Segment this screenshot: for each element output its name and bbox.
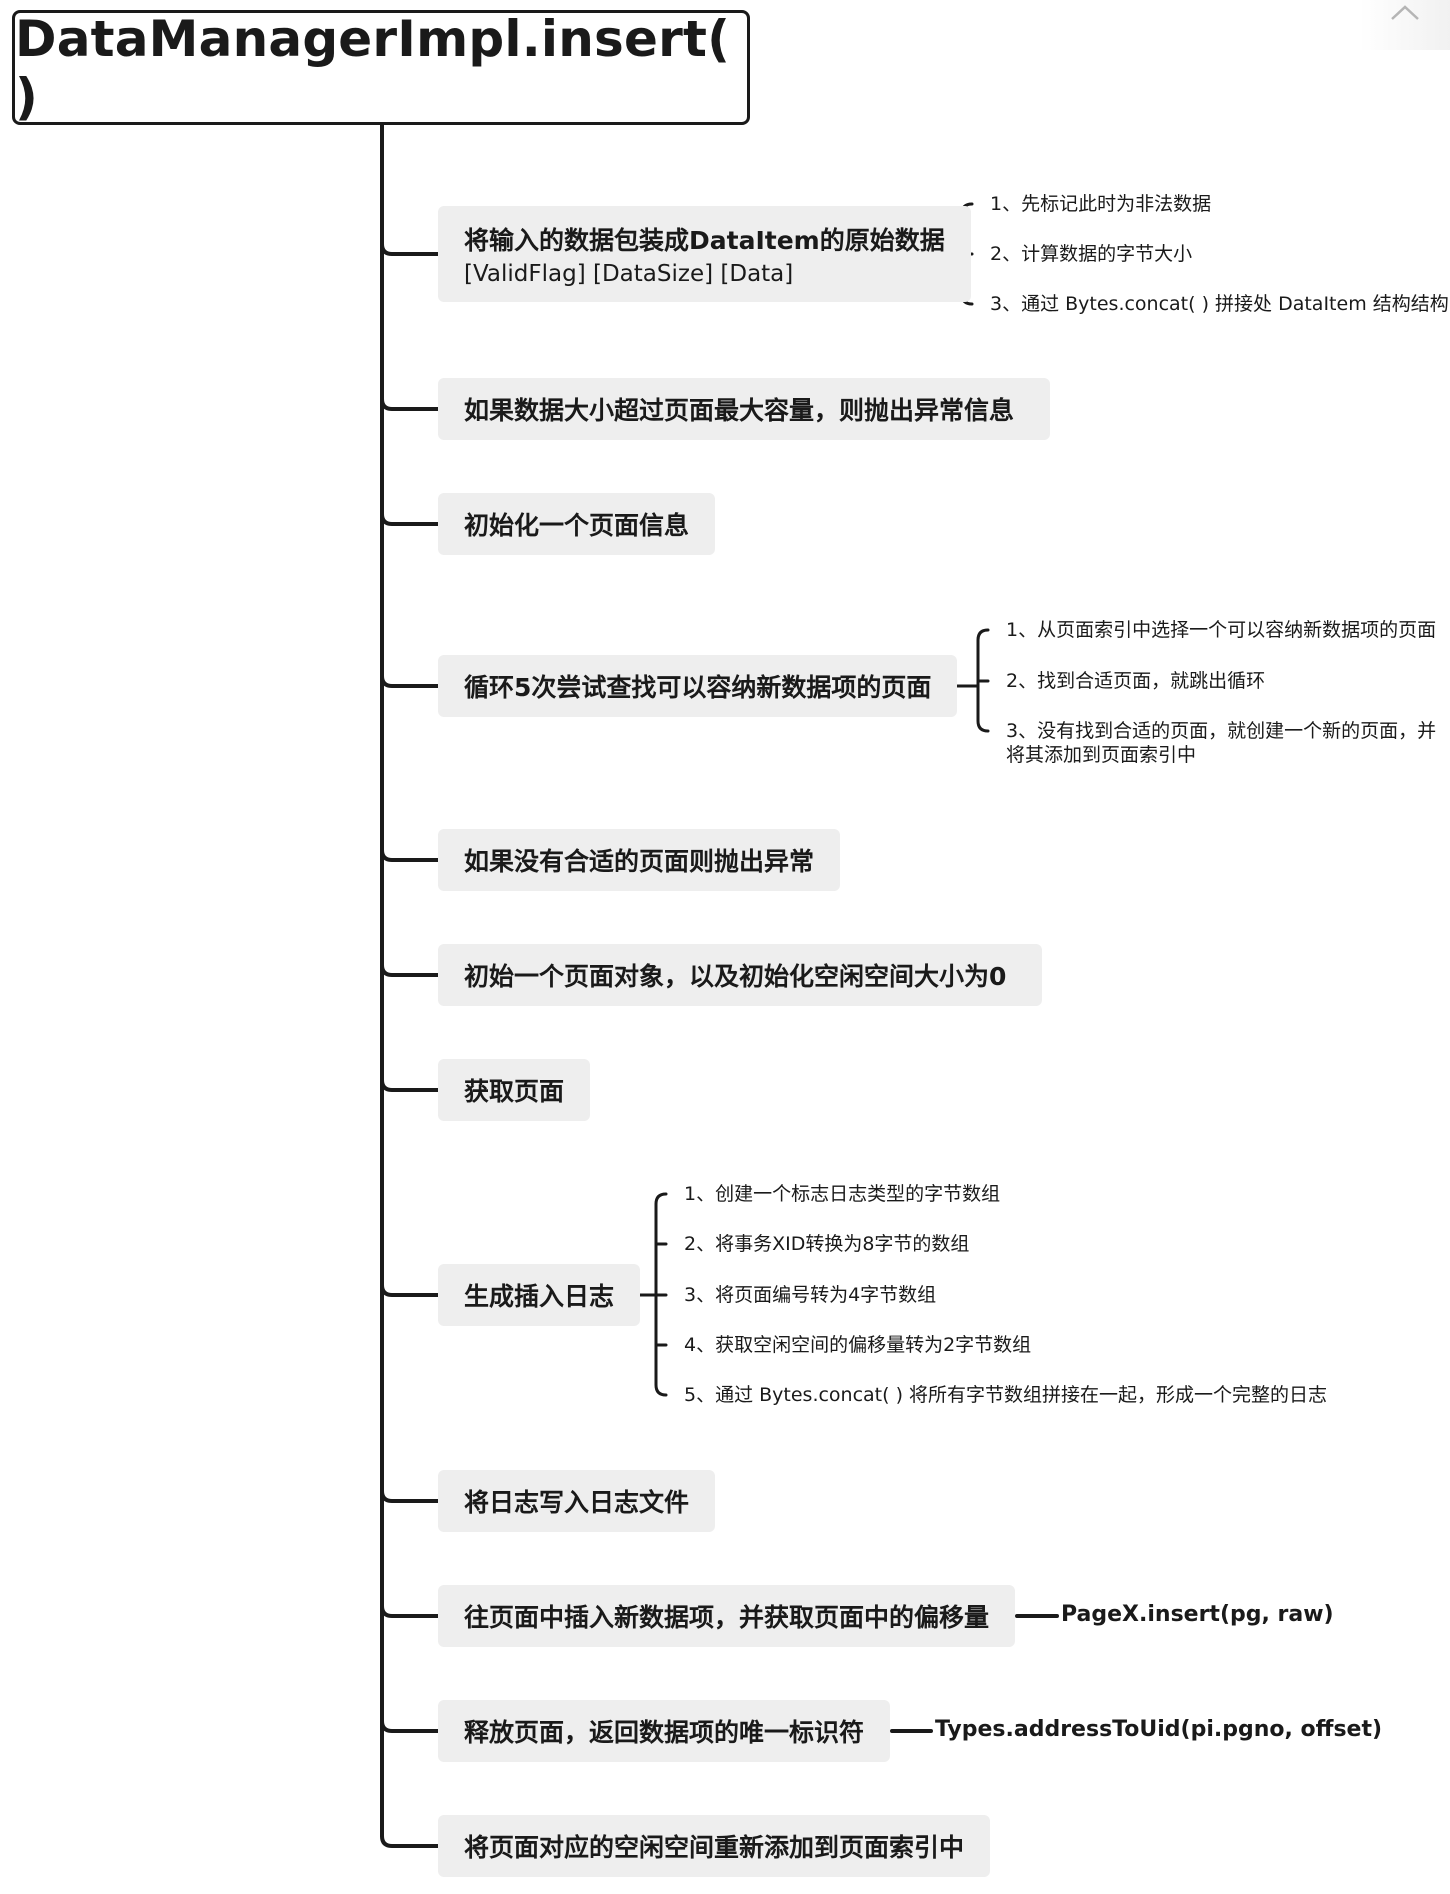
step-label: 初始化一个页面信息 — [464, 511, 690, 540]
detail-item: 3、通过 Bytes.concat( ) 拼接处 DataItem 结构结构 — [990, 293, 1449, 315]
step-label: 循环5次尝试查找可以容纳新数据项的页面 — [464, 673, 932, 702]
step-node-throw-no-page[interactable]: 如果没有合适的页面则抛出异常 — [438, 829, 841, 891]
step-label: 如果没有合适的页面则抛出异常 — [464, 847, 815, 876]
branch-line — [380, 1604, 440, 1618]
branch-line — [380, 512, 440, 526]
detail-item: 1、从页面索引中选择一个可以容纳新数据项的页面 — [1006, 619, 1437, 641]
step-node-build-log[interactable]: 生成插入日志 — [438, 1264, 641, 1326]
branch-line — [380, 1078, 440, 1092]
step-node-init-page-info[interactable]: 初始化一个页面信息 — [438, 493, 716, 555]
step-node-readd-free-space[interactable]: 将页面对应的空闲空间重新添加到页面索引中 — [438, 1815, 991, 1877]
step-label: 释放页面，返回数据项的唯一标识符 — [464, 1718, 865, 1747]
branch-line — [380, 1719, 440, 1733]
branch-line — [380, 242, 440, 256]
step-node-size-check[interactable]: 如果数据大小超过页面最大容量，则抛出异常信息 — [438, 378, 1051, 440]
detail-item: 2、将事务XID转换为8字节的数组 — [684, 1233, 970, 1255]
step-node-write-log[interactable]: 将日志写入日志文件 — [438, 1470, 716, 1532]
step-sublabel: [ValidFlag] [DataSize] [Data] — [464, 261, 794, 287]
branch-line — [380, 1834, 440, 1848]
step-label: 获取页面 — [464, 1077, 565, 1106]
detail-item: 3、没有找到合适的页面，就创建一个新的页面，并将其添加到页面索引中 — [1006, 720, 1437, 766]
step-node-get-page[interactable]: 获取页面 — [438, 1059, 591, 1121]
code-leaf-page-insert: PageX.insert(pg, raw) — [1061, 1602, 1334, 1627]
detail-item: 4、获取空闲空间的偏移量转为2字节数组 — [684, 1334, 1032, 1356]
chevron-up-icon — [1391, 5, 1419, 20]
detail-item: 5、通过 Bytes.concat( ) 将所有字节数组拼接在一起，形成一个完整… — [684, 1384, 1328, 1406]
step-node-find-page-loop[interactable]: 循环5次尝试查找可以容纳新数据项的页面 — [438, 655, 958, 717]
step-label: 如果数据大小超过页面最大容量，则抛出异常信息 — [464, 396, 1015, 425]
detail-item: 1、创建一个标志日志类型的字节数组 — [684, 1183, 1001, 1205]
branch-line — [380, 674, 440, 688]
root-title: DataManagerImpl.insert( ) — [15, 9, 731, 126]
collapse-button[interactable] — [1360, 0, 1450, 50]
step-label: 往页面中插入新数据项，并获取页面中的偏移量 — [464, 1603, 990, 1632]
root-node[interactable]: DataManagerImpl.insert( ) — [12, 9, 750, 126]
step-node-release-page[interactable]: 释放页面，返回数据项的唯一标识符 — [438, 1700, 891, 1762]
step-label: 生成插入日志 — [464, 1282, 615, 1311]
step-node-init-page-object[interactable]: 初始一个页面对象，以及初始化空闲空间大小为0 — [438, 944, 1043, 1006]
detail-item: 3、将页面编号转为4字节数组 — [684, 1284, 937, 1306]
step-label: 初始一个页面对象，以及初始化空闲空间大小为0 — [464, 962, 1007, 991]
code-leaf-address-to-uid: Types.addressToUid(pi.pgno, offset) — [935, 1717, 1383, 1742]
branch-line — [380, 1489, 440, 1503]
branch-line — [380, 963, 440, 977]
detail-item: 1、先标记此时为非法数据 — [990, 193, 1212, 215]
branch-line — [380, 848, 440, 862]
step-label: 将输入的数据包装成DataItem的原始数据 — [464, 226, 945, 255]
branch-line — [380, 1283, 440, 1297]
step-node-wrap-data-item[interactable]: 将输入的数据包装成DataItem的原始数据 [ValidFlag] [Data… — [438, 206, 971, 302]
step-node-insert-item[interactable]: 往页面中插入新数据项，并获取页面中的偏移量 — [438, 1585, 1016, 1647]
step-label: 将页面对应的空闲空间重新添加到页面索引中 — [464, 1833, 965, 1862]
detail-item: 2、找到合适页面，就跳出循环 — [1006, 670, 1266, 692]
branch-line — [380, 397, 440, 411]
detail-item: 2、计算数据的字节大小 — [990, 243, 1193, 265]
step-label: 将日志写入日志文件 — [464, 1488, 690, 1517]
